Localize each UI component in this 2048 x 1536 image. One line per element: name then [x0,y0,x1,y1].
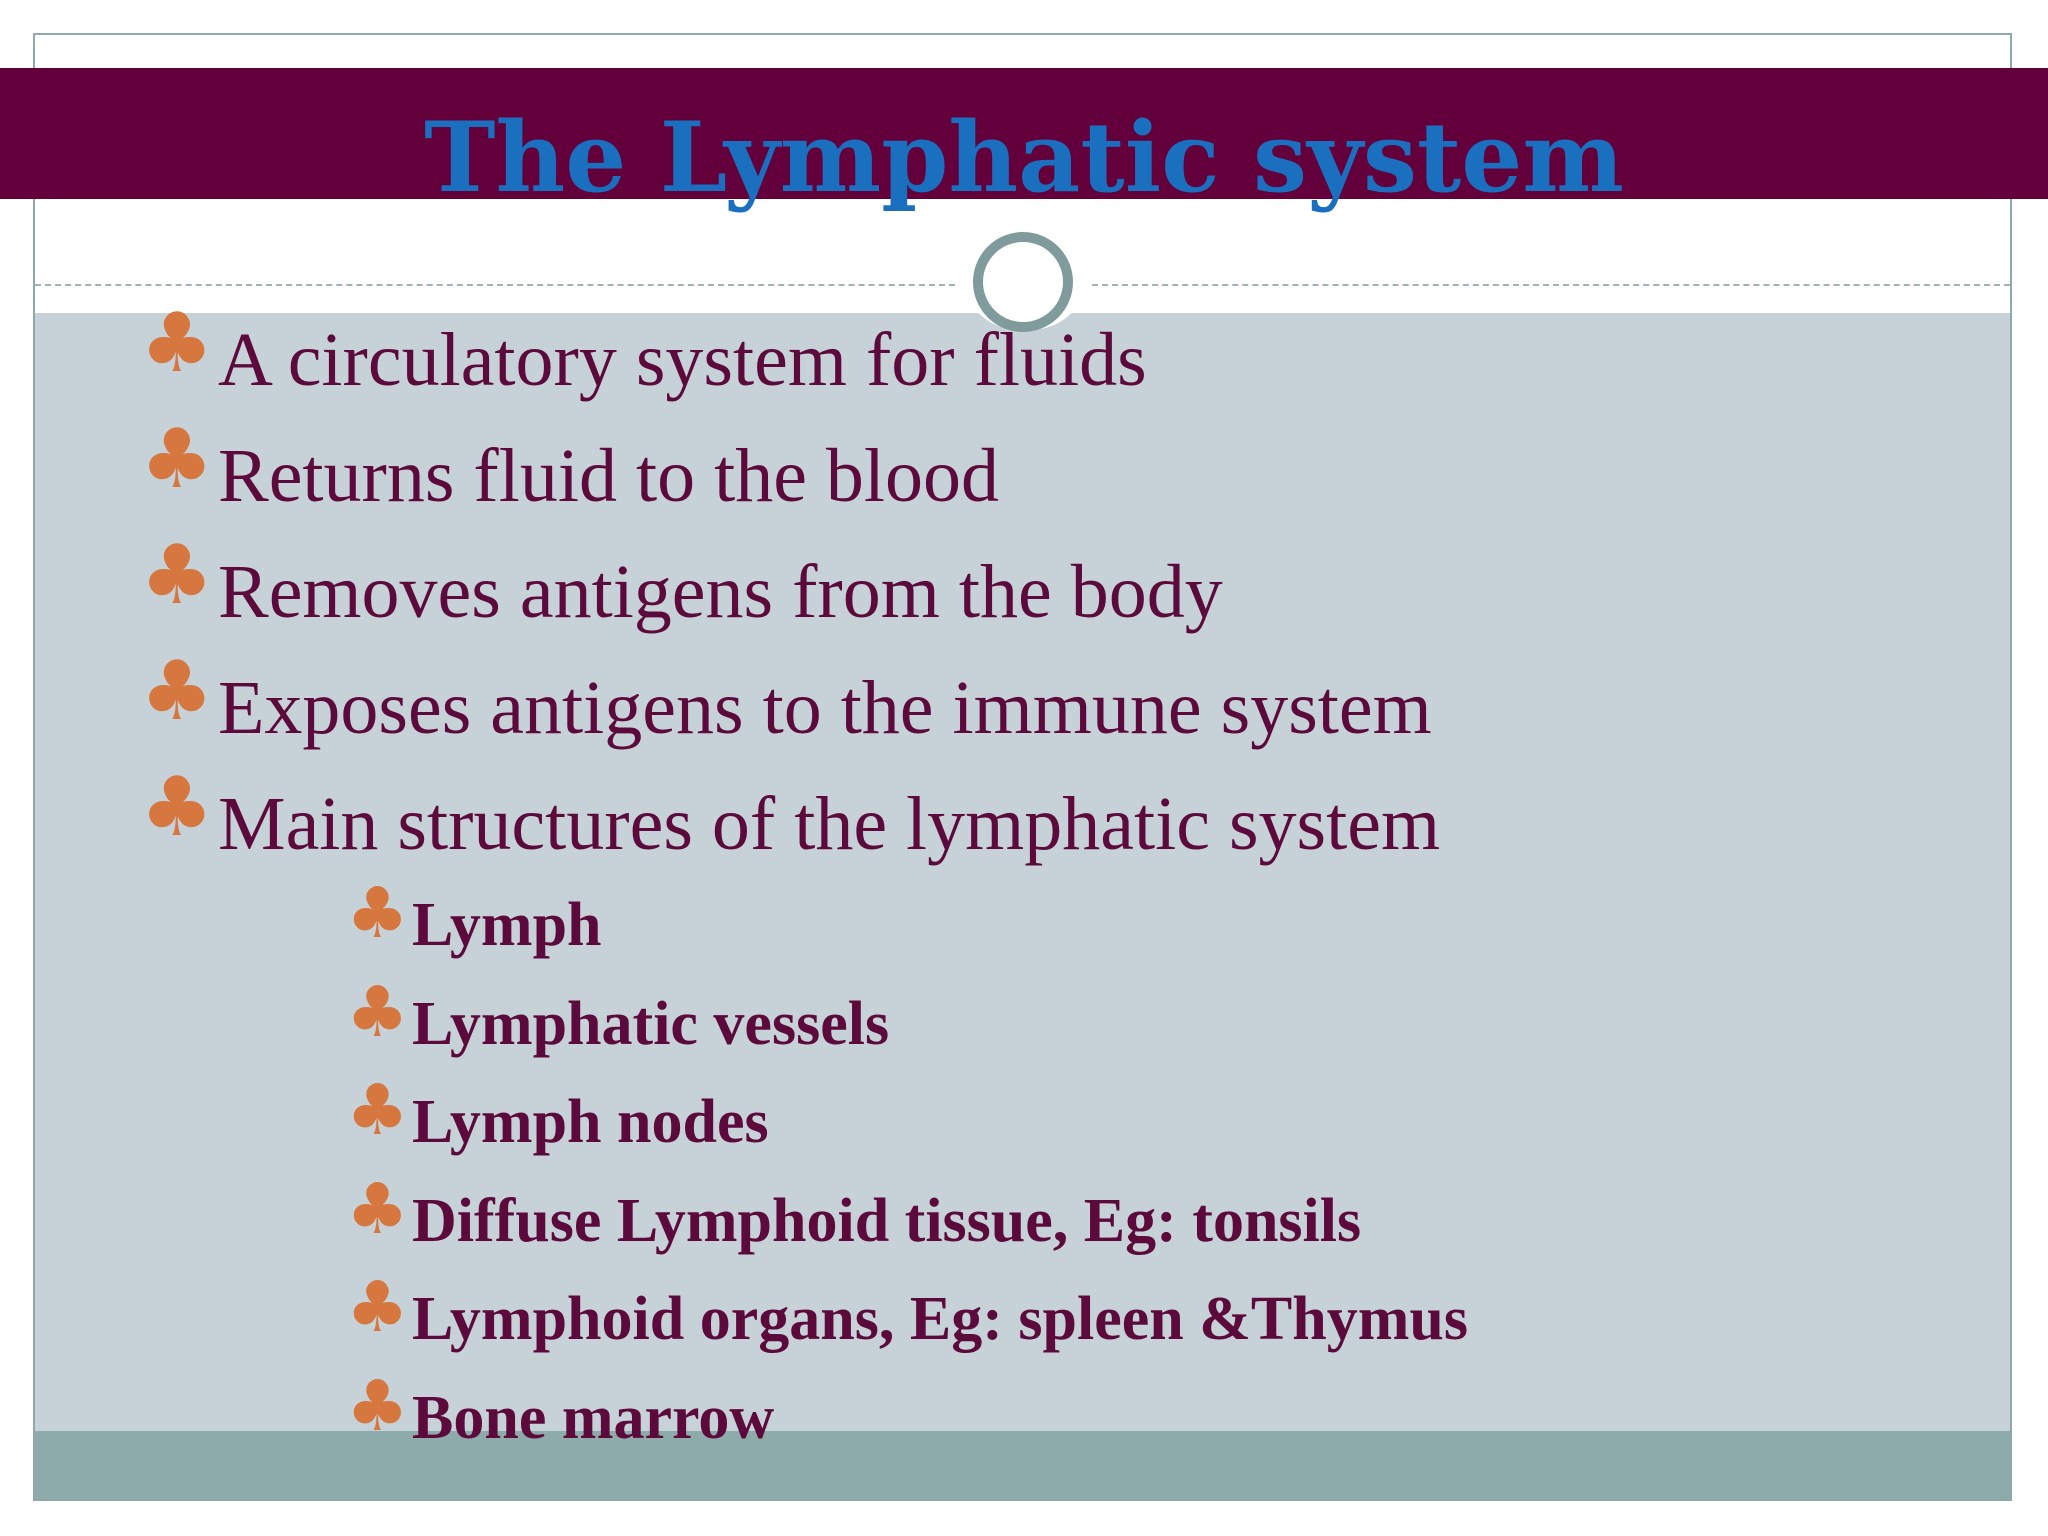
club-icon: ♣ [140,296,214,391]
sub-bullet-text: Lymphoid organs, Eg: spleen &Thymus [412,1285,1468,1353]
club-icon: ♣ [346,970,409,1053]
club-icon: ♣ [346,1266,409,1348]
sub-bullet-item: ♣ Lymphoid organs, Eg: spleen &Thymus [346,1269,1946,1368]
sub-bullet-text: Lymph nodes [412,1088,769,1156]
slide-title: The Lymphatic system [424,101,1624,214]
club-icon: ♣ [140,412,214,507]
bullet-text: A circulatory system for fluids [218,318,1147,402]
sub-bullet-list: ♣ Lymph ♣ Lymphatic vessels ♣ Lymph node… [346,875,1946,1466]
bullet-text: Exposes antigens to the immune system [218,666,1432,750]
title-band [0,68,2048,199]
footer-band [35,1431,2010,1499]
sub-bullet-text: Diffuse Lymphoid tissue, Eg: tonsils [412,1186,1362,1255]
club-icon: ♣ [346,872,409,954]
slide-frame [33,33,2012,1501]
sub-bullet-item: ♣ Lymph [346,875,1946,974]
divider-ring-icon [973,232,1073,332]
sub-bullet-item: ♣ Bone marrow [346,1368,1946,1467]
club-icon: ♣ [346,1069,409,1151]
club-icon: ♣ [346,1364,409,1447]
bullet-text: Removes antigens from the body [218,550,1223,634]
bullet-list: ♣ A circulatory system for fluids ♣ Retu… [140,300,1940,880]
club-icon: ♣ [140,644,214,739]
bullet-item: ♣ Removes antigens from the body [140,532,1940,648]
title-divider-right [1092,284,2010,286]
bullet-text: Main structures of the lymphatic system [218,782,1441,866]
sub-bullet-text: Lymphatic vessels [412,989,890,1058]
club-icon: ♣ [140,760,214,855]
bullet-item: ♣ Returns fluid to the blood [140,416,1940,532]
sub-bullet-item: ♣ Lymph nodes [346,1072,1946,1171]
sub-bullet-item: ♣ Diffuse Lymphoid tissue, Eg: tonsils [346,1171,1946,1270]
content-panel [35,313,2010,1431]
bullet-item: ♣ A circulatory system for fluids [140,300,1940,416]
bullet-item: ♣ Exposes antigens to the immune system [140,648,1940,764]
sub-bullet-text: Bone marrow [412,1383,775,1452]
sub-bullet-item: ♣ Lymphatic vessels [346,974,1946,1073]
title-divider-left [35,284,955,286]
club-icon: ♣ [140,528,214,623]
bullet-text: Returns fluid to the blood [218,434,1000,518]
club-icon: ♣ [346,1167,409,1250]
bullet-item: ♣ Main structures of the lymphatic syste… [140,764,1940,880]
sub-bullet-text: Lymph [412,891,602,959]
